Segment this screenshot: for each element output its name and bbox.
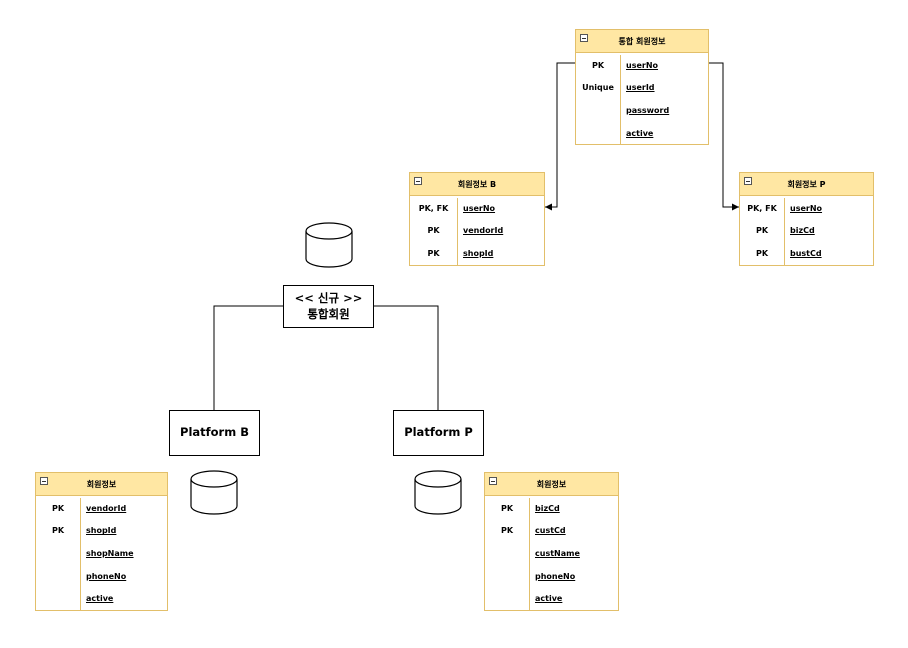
key-type: PK <box>500 526 514 536</box>
column-divider <box>784 198 785 265</box>
field-name: custCd <box>535 526 566 536</box>
key-type: PK <box>51 503 65 513</box>
table-row[interactable]: PK custCd <box>485 520 618 543</box>
database-icon-platform-b <box>190 470 238 515</box>
key-type: PK <box>591 60 605 70</box>
table-row[interactable]: active <box>485 587 618 610</box>
table-row[interactable]: PK userNo <box>576 54 708 77</box>
table-row[interactable]: phoneNo <box>36 565 167 588</box>
table-title: 회원정보 <box>536 479 567 489</box>
key-type: PK <box>500 503 514 513</box>
root-node-integrated-member[interactable]: << 신규 >> 통합회원 <box>283 285 374 328</box>
collapse-icon[interactable] <box>489 477 497 485</box>
key-type: PK <box>755 226 769 236</box>
field-name: userNo <box>626 60 659 70</box>
table-row[interactable]: active <box>36 587 167 610</box>
field-name: phoneNo <box>86 571 127 581</box>
arrow-integrated-to-member-p <box>709 62 739 211</box>
field-name: active <box>86 594 114 604</box>
column-divider <box>80 498 81 610</box>
platform-p-node[interactable]: Platform P <box>393 410 484 456</box>
field-name: active <box>626 128 654 138</box>
root-node-line2: 통합회원 <box>307 306 350 321</box>
table-title: 회원정보 B <box>457 179 497 189</box>
table-row[interactable]: PK, FK userNo <box>410 197 544 220</box>
table-row[interactable]: phoneNo <box>485 565 618 588</box>
field-name: bizCd <box>790 226 815 236</box>
field-name: userNo <box>790 203 823 213</box>
table-row[interactable]: PK bustCd <box>740 242 873 265</box>
key-type: PK <box>755 248 769 258</box>
field-name: userNo <box>463 203 496 213</box>
column-divider <box>620 55 621 145</box>
connector-root-to-platform-b <box>213 305 283 410</box>
platform-p-label: Platform P <box>404 425 473 440</box>
key-type: PK <box>427 248 440 258</box>
database-icon-platform-p <box>414 470 462 515</box>
connector-root-to-platform-p <box>374 305 439 410</box>
key-type: PK <box>427 226 440 236</box>
table-header: 통합 회원정보 <box>576 30 708 53</box>
platform-b-node[interactable]: Platform B <box>169 410 260 456</box>
root-node-line1: << 신규 >> <box>294 290 363 305</box>
key-type: PK, FK <box>418 203 449 213</box>
table-row[interactable]: active <box>576 122 708 145</box>
table-header: 회원정보 B <box>410 173 544 196</box>
table-title: 회원정보 P <box>787 179 826 189</box>
column-divider <box>529 498 530 610</box>
arrow-integrated-to-member-b <box>545 62 575 211</box>
collapse-icon[interactable] <box>580 34 588 42</box>
key-type: PK, FK <box>747 203 777 213</box>
table-row[interactable]: PK shopId <box>36 520 167 543</box>
table-header: 회원정보 <box>36 473 167 496</box>
table-row[interactable]: shopName <box>36 542 167 565</box>
field-name: userId <box>626 83 655 93</box>
table-title: 통합 회원정보 <box>618 36 666 46</box>
table-row[interactable]: PK vendorId <box>36 497 167 520</box>
field-name: custName <box>535 548 580 558</box>
table-row[interactable]: custName <box>485 542 618 565</box>
table-title: 회원정보 <box>86 479 117 489</box>
table-header: 회원정보 <box>485 473 618 496</box>
table-row[interactable]: PK, FK userNo <box>740 197 873 220</box>
platform-b-label: Platform B <box>180 425 249 440</box>
table-row[interactable]: PK vendorId <box>410 220 544 243</box>
field-name: password <box>626 105 670 115</box>
table-row[interactable]: password <box>576 99 708 122</box>
field-name: phoneNo <box>535 571 576 581</box>
table-row[interactable]: PK shopId <box>410 242 544 265</box>
table-row[interactable]: PK bizCd <box>485 497 618 520</box>
column-divider <box>457 198 458 265</box>
database-icon-root <box>305 222 353 268</box>
table-row[interactable]: PK bizCd <box>740 220 873 243</box>
field-name: vendorId <box>86 503 127 513</box>
field-name: active <box>535 594 563 604</box>
collapse-icon[interactable] <box>40 477 48 485</box>
field-name: bizCd <box>535 503 560 513</box>
field-name: bustCd <box>790 248 822 258</box>
field-name: shopName <box>86 548 134 558</box>
collapse-icon[interactable] <box>744 177 752 185</box>
field-name: shopId <box>463 248 494 258</box>
field-name: shopId <box>86 526 117 536</box>
field-name: vendorId <box>463 226 504 236</box>
collapse-icon[interactable] <box>414 177 422 185</box>
key-type: PK <box>51 526 65 536</box>
table-header: 회원정보 P <box>740 173 873 196</box>
table-row[interactable]: Unique userId <box>576 77 708 100</box>
key-type: Unique <box>582 83 614 93</box>
